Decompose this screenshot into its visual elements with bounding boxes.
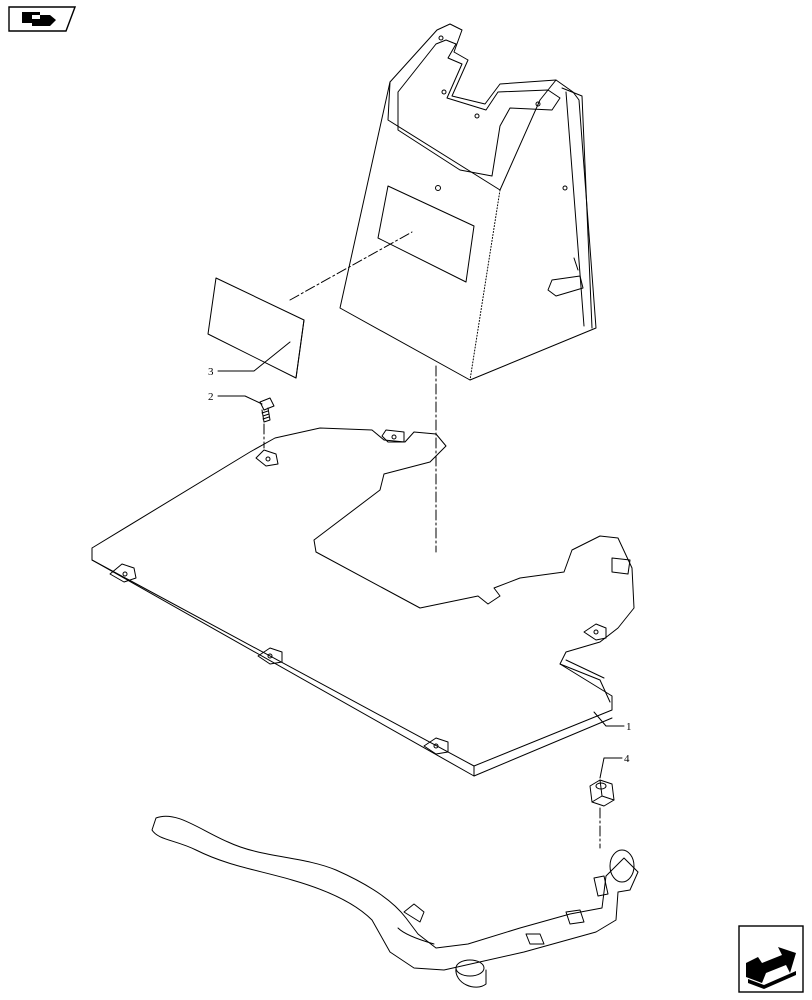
floor-panel <box>91 427 635 777</box>
assembly-centerlines <box>263 231 601 849</box>
leader-lines <box>217 341 625 779</box>
decal-plate <box>207 277 305 379</box>
console-cover <box>339 23 597 381</box>
hex-nut <box>589 779 615 807</box>
callout-1: 1 <box>626 721 632 733</box>
bolt <box>259 397 275 423</box>
callout-4: 4 <box>624 753 630 765</box>
arrow-next-icon <box>738 925 804 993</box>
callout-2: 2 <box>208 391 214 403</box>
nav-back-button[interactable] <box>8 6 76 32</box>
hose-assembly <box>151 815 639 988</box>
callout-3: 3 <box>208 366 214 378</box>
nav-next-button[interactable] <box>738 925 804 993</box>
arrow-back-icon <box>8 6 76 32</box>
